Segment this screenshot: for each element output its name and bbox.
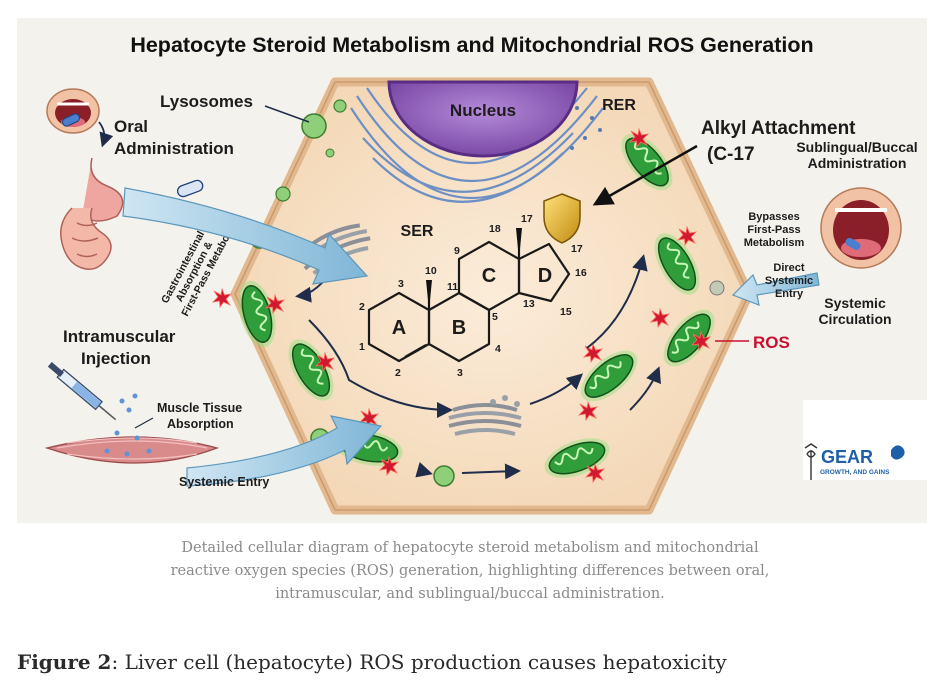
- oral-label-line1: Oral: [114, 117, 148, 136]
- systemic-circulation-line2: Circulation: [818, 311, 891, 327]
- diagram-canvas: Hepatocyte Steroid Metabolism and Mitoch…: [44, 33, 927, 515]
- svg-text:2: 2: [359, 301, 365, 313]
- svg-text:13: 13: [523, 298, 535, 310]
- ser-dots: [570, 106, 602, 150]
- nucleus: [387, 80, 579, 158]
- svg-text:16: 16: [575, 267, 587, 279]
- direct-label-line2: Systemic: [765, 275, 813, 287]
- svg-text:3: 3: [398, 278, 404, 290]
- svg-text:17: 17: [521, 213, 533, 225]
- bypass-label-line2: First-Pass: [747, 224, 800, 236]
- systemic-entry-label: Systemic Entry: [179, 475, 269, 489]
- capsule-icon: [176, 179, 204, 198]
- direct-label-line3: Entry: [775, 288, 804, 300]
- open-mouth-icon: [820, 187, 902, 269]
- svg-text:3: 3: [457, 367, 463, 379]
- figure-caption: Detailed cellular diagram of hepatocyte …: [120, 537, 820, 606]
- direct-label-line1: Direct: [773, 262, 805, 274]
- svg-text:15: 15: [560, 306, 572, 318]
- sublingual-label-line1: Sublingual/Buccal: [796, 139, 917, 155]
- svg-text:A: A: [392, 317, 406, 339]
- drug-particles: [104, 393, 152, 457]
- caption-line-2: reactive oxygen species (ROS) generation…: [170, 563, 770, 579]
- figure-description: : Liver cell (hepatocyte) ROS production…: [111, 650, 727, 674]
- brand-logo: GEAR GROWTH, AND GAINS: [803, 400, 927, 480]
- diagram-figure: Hepatocyte Steroid Metabolism and Mitoch…: [17, 18, 927, 523]
- muscle-label-line2: Absorption: [167, 417, 234, 431]
- muscle-label-line1: Muscle Tissue: [157, 401, 242, 415]
- syringe-icon: [47, 362, 117, 421]
- sublingual-label-line2: Administration: [808, 155, 907, 171]
- flex-arm-icon: [891, 445, 905, 460]
- rer-label: RER: [602, 97, 636, 114]
- brand-tagline: GROWTH, AND GAINS: [820, 469, 890, 476]
- svg-text:B: B: [452, 317, 466, 339]
- im-label-line2: Injection: [81, 349, 151, 368]
- svg-text:11: 11: [447, 281, 458, 293]
- svg-text:5: 5: [492, 311, 498, 323]
- svg-text:1: 1: [359, 341, 365, 353]
- steroid-carbon-numbers: 1 2 3 10 11 9 18 17 17 16 15 13 5 4 3 2: [359, 213, 587, 379]
- sublingual-entry-arrow: [731, 272, 820, 306]
- caption-line-1: Detailed cellular diagram of hepatocyte …: [181, 540, 759, 556]
- ser-label: SER: [401, 223, 434, 240]
- mouth-icon: [46, 88, 100, 134]
- im-label-line1: Intramuscular: [63, 327, 176, 346]
- ros-label: ROS: [753, 333, 790, 352]
- svg-text:10: 10: [425, 265, 437, 277]
- alkyl-label-line2: (C-17: [707, 144, 755, 165]
- svg-text:4: 4: [495, 343, 501, 355]
- caption-line-3: intramuscular, and sublingual/buccal adm…: [275, 586, 665, 602]
- lysosomes-label: Lysosomes: [160, 92, 253, 111]
- oral-label-line2: Administration: [114, 139, 234, 158]
- bypass-label-line3: Metabolism: [744, 237, 805, 249]
- alkyl-label-line1: Alkyl Attachment: [701, 118, 856, 139]
- nucleus-label: Nucleus: [450, 101, 516, 120]
- svg-text:2: 2: [395, 367, 401, 379]
- im-entry-arrow: [186, 415, 383, 487]
- svg-text:17: 17: [571, 243, 583, 255]
- tablet-icon: [845, 238, 861, 250]
- svg-text:C: C: [482, 265, 496, 287]
- gi-tract-icon: [60, 157, 124, 270]
- svg-text:18: 18: [489, 223, 501, 235]
- brand-name: GEAR: [821, 447, 873, 467]
- muscle-icon: [44, 436, 220, 464]
- svg-text:D: D: [538, 265, 552, 287]
- svg-text:9: 9: [454, 245, 460, 257]
- figure-number: Figure 2: [17, 650, 112, 674]
- figure-label: Figure 2: Liver cell (hepatocyte) ROS pr…: [17, 650, 917, 674]
- bypass-label-line1: Bypasses: [748, 211, 799, 223]
- diagram-title: Hepatocyte Steroid Metabolism and Mitoch…: [130, 33, 813, 57]
- pill-icon: [61, 113, 81, 127]
- oral-entry-arrow: [122, 187, 369, 285]
- steroid-ring-labels: A B C D: [392, 265, 552, 339]
- caduceus-icon: [804, 443, 818, 480]
- flow-arrows: [295, 254, 661, 480]
- systemic-circulation-line1: Systemic: [824, 295, 886, 311]
- alkyl-shield-icon: [543, 193, 581, 244]
